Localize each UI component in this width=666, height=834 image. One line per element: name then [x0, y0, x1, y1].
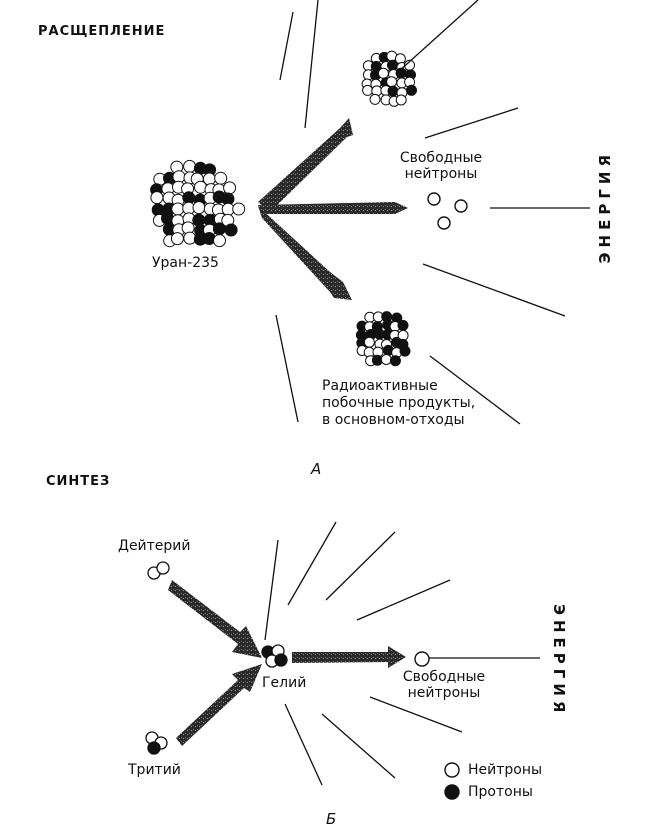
- nucleon: [214, 171, 228, 185]
- fusion-energy-rays: [264, 521, 540, 786]
- tritium-particle: [145, 731, 168, 755]
- fission-free-neutrons-line2: нейтроны: [404, 166, 478, 182]
- nucleon: [171, 202, 185, 216]
- uranium-label: Уран-235: [152, 255, 219, 271]
- fragment-nucleus-top: [361, 50, 417, 107]
- fission-heading: РАСЩЕПЛЕНИЕ: [38, 24, 166, 39]
- arrow-right: [258, 202, 408, 214]
- helium-label: Гелий: [262, 675, 307, 691]
- fusion-free-neutron: [414, 651, 430, 667]
- helium-nucleus: [261, 644, 288, 668]
- arrow-from-deuterium: [168, 580, 262, 658]
- legend-neutron-marker: [444, 762, 460, 778]
- legend-proton-marker: [444, 784, 460, 800]
- legend-protons-label: Протоны: [468, 784, 533, 800]
- nucleon: [223, 181, 237, 195]
- nucleon: [399, 345, 411, 357]
- fusion-heading: СИНТЕЗ: [46, 474, 111, 489]
- nucleon: [183, 159, 197, 173]
- fission-arrows: [258, 118, 408, 300]
- nucleon: [386, 76, 398, 88]
- panel-letter-b: Б: [326, 810, 337, 828]
- byproducts-line2: побочные продукты,: [322, 395, 476, 411]
- deuterium-particle: [147, 561, 170, 580]
- panel-letter-a: А: [311, 460, 322, 478]
- nucleon: [363, 336, 375, 348]
- nucleon: [232, 202, 246, 216]
- arrow-to-neutron: [292, 646, 406, 668]
- fusion-arrows: [168, 580, 406, 746]
- deuterium-label: Дейтерий: [118, 538, 191, 554]
- nucleon: [224, 223, 238, 237]
- legend-neutrons-label: Нейтроны: [468, 762, 543, 778]
- nucleon: [369, 93, 381, 105]
- nucleon: [192, 213, 206, 227]
- nucleon: [389, 355, 401, 367]
- nucleon: [397, 319, 409, 331]
- fusion-free-neutrons-line1: Свободные: [402, 669, 486, 685]
- fission-energy-rays: [275, 0, 590, 425]
- nucleon: [406, 84, 417, 96]
- nucleon: [170, 232, 184, 246]
- arrow-from-tritium: [176, 664, 262, 746]
- arrow-down-right: [258, 206, 352, 300]
- tritium-label: Тритий: [128, 762, 181, 778]
- arrow-up-right: [258, 118, 353, 212]
- fission-free-neutrons-label: Свободные нейтроны: [386, 150, 496, 182]
- byproducts-line3: в основном-отходы: [322, 412, 465, 428]
- nucleon: [387, 59, 398, 71]
- fission-energy-label: ЭНЕРГИЯ: [596, 150, 614, 264]
- nucleon: [377, 67, 389, 79]
- uranium-nucleus: [150, 159, 246, 248]
- nucleon: [387, 85, 399, 97]
- nucleon: [213, 234, 226, 248]
- nucleon: [362, 84, 374, 96]
- fission-free-neutrons-line1: Свободные: [399, 150, 483, 166]
- nucleon: [150, 191, 164, 205]
- byproducts-line1: Радиоактивные: [322, 378, 438, 394]
- nucleon: [380, 354, 392, 365]
- nucleon: [395, 94, 407, 106]
- fusion-free-neutrons-line2: нейтроны: [407, 685, 481, 701]
- fragment-nucleus-bottom: [355, 311, 411, 367]
- nucleon: [212, 222, 226, 236]
- fission-free-neutrons: [427, 192, 468, 230]
- byproducts-label: Радиоактивные побочные продукты, в основ…: [322, 378, 475, 429]
- fusion-energy-label: ЭНЕРГИЯ: [550, 604, 568, 718]
- nucleon: [194, 180, 207, 194]
- fusion-free-neutrons-label: Свободные нейтроны: [394, 669, 494, 701]
- nucleon: [192, 201, 206, 215]
